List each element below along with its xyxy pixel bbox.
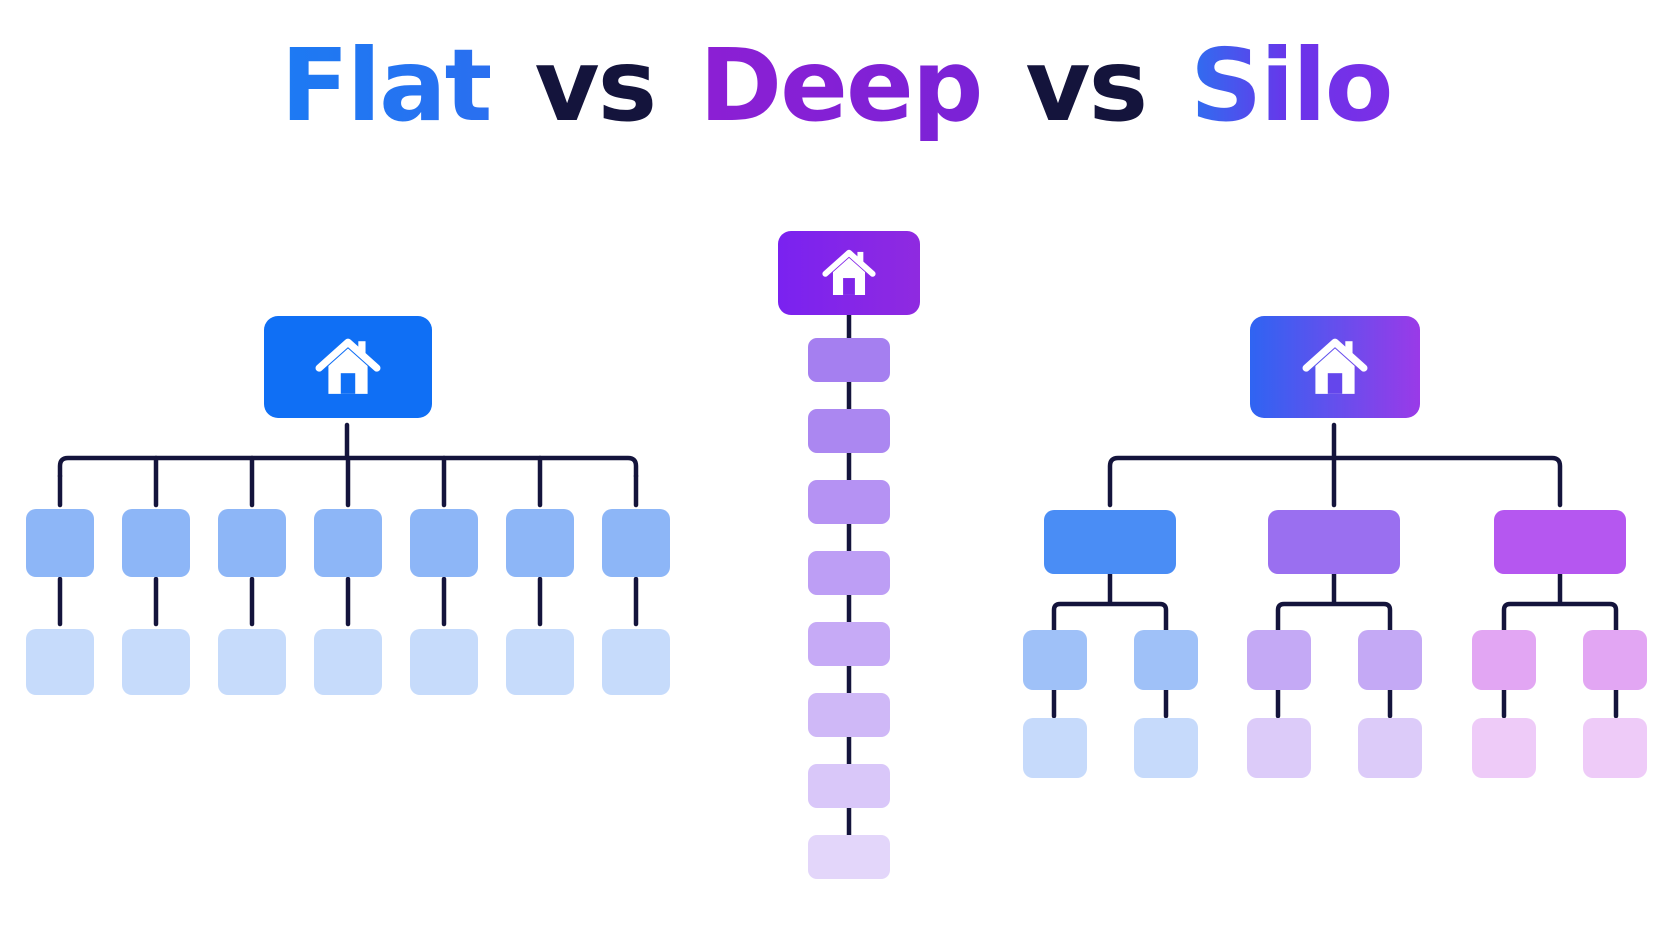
deep-page-node [808, 764, 890, 808]
flat-subpage-node [218, 629, 286, 695]
flat-page-node [506, 509, 574, 577]
silo-leaf-node [1358, 718, 1422, 778]
deep-page-node [808, 622, 890, 666]
silo-connectors [1051, 422, 1619, 719]
silo-branch-node [1268, 510, 1400, 574]
silo-mid-node [1472, 630, 1536, 690]
silo-leaf-node [1583, 718, 1647, 778]
silo-branches [1044, 510, 1626, 574]
flat-subpage-node [314, 629, 382, 695]
flat-page-node [314, 509, 382, 577]
silo-sub-connector [1501, 571, 1619, 635]
flat-level-2-pages [26, 629, 670, 695]
silo-mid-node [1247, 630, 1311, 690]
silo-leaf-node [1247, 718, 1311, 778]
deep-home-node [778, 231, 920, 315]
silo-leaf-node [1472, 718, 1536, 778]
flat-subpage-node [26, 629, 94, 695]
deep-page-node [808, 409, 890, 453]
flat-home-node [264, 316, 432, 418]
title-word-flat: Flat [280, 27, 493, 144]
silo-sub-connector [1275, 571, 1393, 635]
flat-page-node [26, 509, 94, 577]
silo-mid-node [1134, 630, 1198, 690]
silo-home-node [1250, 316, 1420, 418]
flat-architecture [26, 316, 670, 695]
flat-subpage-node [602, 629, 670, 695]
silo-mid-pages [1023, 630, 1647, 690]
flat-level-1-pages [26, 509, 670, 577]
deep-page-node [808, 693, 890, 737]
silo-branch-node [1494, 510, 1626, 574]
flat-page-node [410, 509, 478, 577]
silo-sub-connector [1051, 571, 1169, 635]
flat-subpage-node [122, 629, 190, 695]
deep-architecture [778, 231, 920, 879]
title-separator-vs: vs [534, 27, 657, 144]
title-word-silo: Silo [1190, 27, 1393, 144]
silo-mid-node [1358, 630, 1422, 690]
flat-page-node [122, 509, 190, 577]
deep-page-node [808, 338, 890, 382]
deep-page-node [808, 480, 890, 524]
flat-page-node [218, 509, 286, 577]
deep-page-chain [808, 338, 890, 879]
flat-page-node [602, 509, 670, 577]
silo-leaf-node [1023, 718, 1087, 778]
flat-connectors [57, 422, 639, 627]
deep-page-node [808, 551, 890, 595]
deep-page-node [808, 835, 890, 879]
silo-leaf-node [1134, 718, 1198, 778]
title-word-deep: Deep [699, 27, 983, 144]
silo-leaf-pages [1023, 718, 1647, 778]
silo-branch-node [1044, 510, 1176, 574]
title-separator-vs: vs [1025, 27, 1148, 144]
flat-subpage-node [410, 629, 478, 695]
flat-subpage-node [506, 629, 574, 695]
silo-architecture [1023, 316, 1647, 778]
silo-mid-node [1583, 630, 1647, 690]
silo-mid-node [1023, 630, 1087, 690]
